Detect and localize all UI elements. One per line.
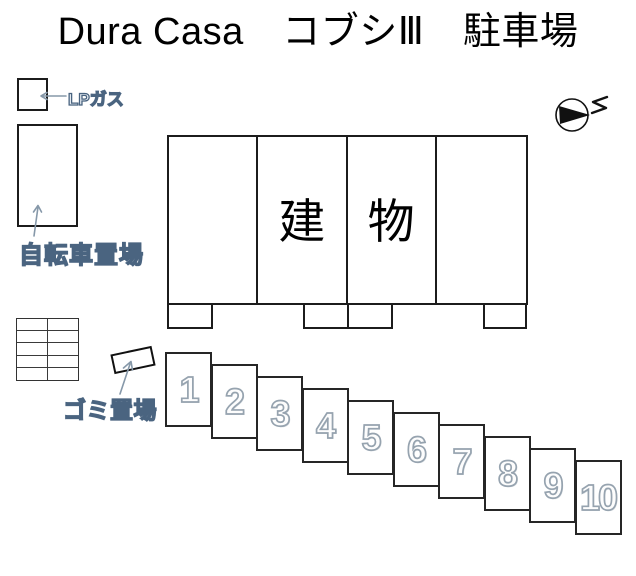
page-title: Dura Casa コブシⅢ 駐車場 <box>57 11 579 53</box>
parking-space: 4 <box>301 388 349 463</box>
parking-space-number: 1 <box>179 368 201 411</box>
building-entrance-tab <box>347 303 393 329</box>
bicycle-parking-label: 自転車置場 <box>18 241 144 269</box>
parking-space: 3 <box>256 376 303 451</box>
parking-space-number: 4 <box>315 404 337 447</box>
parking-space-number: 10 <box>579 476 619 519</box>
lp-gas-label: LPガス <box>67 89 124 109</box>
storage-rack-grid <box>16 318 79 381</box>
building-outline: 建 物 <box>167 135 528 305</box>
parking-space: 10 <box>574 460 622 535</box>
building-label-right: 物 <box>367 194 415 248</box>
parking-space-number: 8 <box>497 452 519 495</box>
direction-mark-icon <box>590 95 609 115</box>
bicycle-parking-box <box>17 124 78 227</box>
parking-space: 1 <box>165 352 212 427</box>
parking-space: 7 <box>438 424 485 499</box>
building-entrance-tab <box>167 303 213 329</box>
parking-space: 9 <box>529 448 576 523</box>
building-unit-1 <box>169 137 259 303</box>
building-unit-2: 建 <box>258 137 348 303</box>
parking-space: 5 <box>347 400 394 475</box>
garbage-station-label: ゴミ置場 <box>62 396 157 423</box>
parking-space-number: 6 <box>406 428 428 471</box>
building-label-left: 建 <box>278 194 326 248</box>
building-entrance-tab <box>483 303 527 329</box>
bicycle-parking-arrow-icon <box>32 204 43 237</box>
parking-space-number: 2 <box>224 380 246 423</box>
building-unit-4 <box>437 137 526 303</box>
parking-space: 6 <box>392 412 440 487</box>
parking-space-number: 5 <box>361 416 383 459</box>
parking-space: 8 <box>483 436 531 511</box>
garbage-station-arrow-icon <box>119 360 134 395</box>
compass-icon <box>555 95 609 132</box>
building-entrance-tab <box>303 303 349 329</box>
building-unit-3: 物 <box>348 137 437 303</box>
parking-space-number: 3 <box>270 392 292 435</box>
parking-space-number: 7 <box>452 440 474 483</box>
parking-space-number: 9 <box>543 464 565 507</box>
parking-space: 2 <box>210 364 258 439</box>
lp-gas-arrow-icon <box>40 91 67 101</box>
